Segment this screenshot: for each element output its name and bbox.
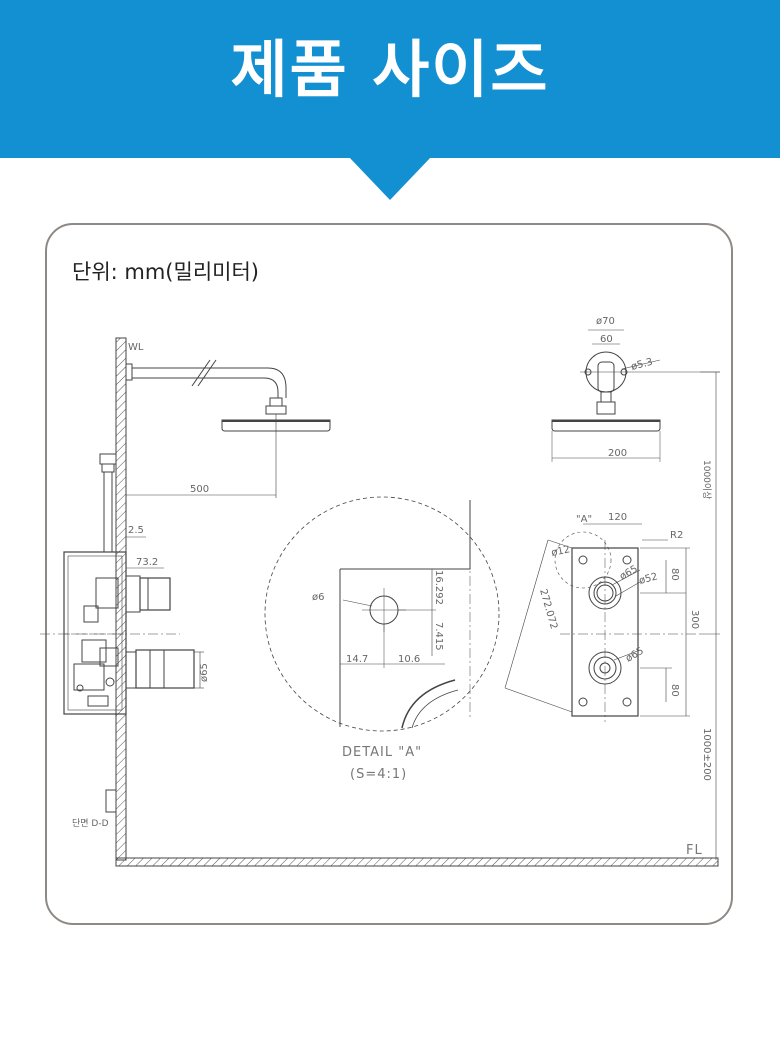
install-height-label: 1000±200 [701,728,712,781]
page-title: 제품 사이즈 [230,33,550,106]
dim-o65-lower: ø65 [624,646,646,665]
dim-73-2: 73.2 [136,557,158,568]
dim-o52: ø52 [638,571,659,587]
dim-80-top: 80 [669,568,680,581]
dim-o70: ø70 [596,316,615,327]
dim-272: 272.072 [537,588,559,631]
fl-label: FL [686,843,703,858]
banner-arrow-icon [348,156,432,200]
valve-box [63,551,127,715]
header-banner: 제품 사이즈 [0,0,780,158]
dim-300: 300 [689,610,700,629]
head-width-label: 200 [608,448,627,459]
dim-o5-3: ø5.3 [630,357,654,373]
dim-o65-upper: ø65 [618,564,640,583]
dim-7-415: 7.415 [433,622,444,651]
unit-label: 단위: mm(밀리미터) [72,260,259,284]
dim-10-6: 10.6 [398,654,420,665]
floor [115,857,719,867]
dim-120: 120 [608,512,627,523]
dim-16-292: 16.292 [433,570,444,605]
section-label: 단면 D-D [72,818,109,829]
side-view [40,337,719,867]
height-1000-label: 1000이상 [701,460,712,499]
dim-60: 60 [600,334,613,345]
dim-14-7: 14.7 [346,654,368,665]
r2-label: R2 [670,530,683,541]
front-view [504,329,720,860]
arm-length-label: 500 [190,484,209,495]
detail-ref-label: "A" [576,514,592,525]
detail-scale: (S=4:1) [350,767,407,782]
dim-2-5: 2.5 [128,525,144,536]
detail-a-view [264,496,500,732]
dim-o12: ø12 [550,544,571,559]
dim-o6: ø6 [312,592,324,603]
dim-o65-side: ø65 [199,663,210,682]
diagram-panel [45,223,733,925]
dim-80-bottom: 80 [669,684,680,697]
shower-arm [125,359,287,415]
wl-label: WL [128,342,144,353]
detail-title: DETAIL "A" [342,745,422,760]
